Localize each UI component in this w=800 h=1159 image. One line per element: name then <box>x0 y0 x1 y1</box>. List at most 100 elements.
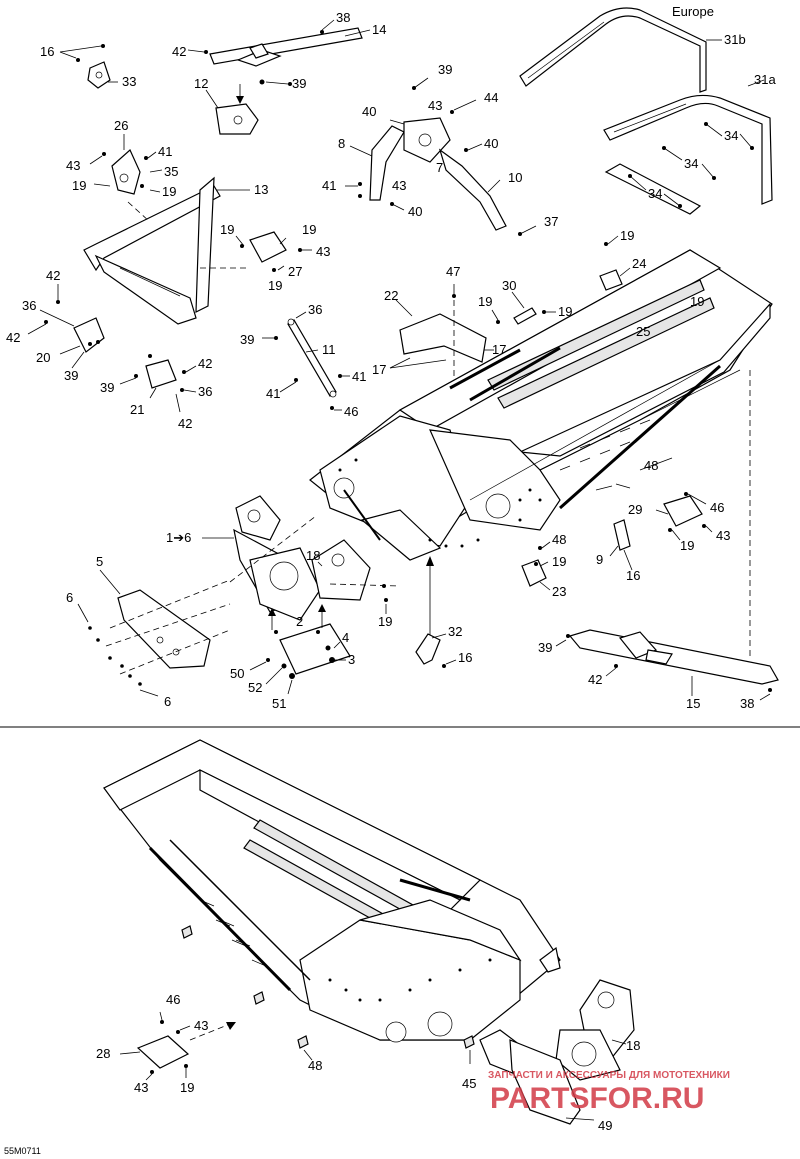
callout-4: 4 <box>342 630 349 645</box>
callout-49: 49 <box>598 1118 612 1133</box>
part-8-7-10-support <box>345 77 537 236</box>
callout-13: 13 <box>254 182 268 197</box>
part-26-bracket <box>89 134 163 195</box>
callout-41: 41 <box>322 178 336 193</box>
callout-17: 17 <box>372 362 386 377</box>
callout-3: 3 <box>348 652 355 667</box>
callout-46: 46 <box>710 500 724 515</box>
callout-19: 19 <box>268 278 282 293</box>
callout-43: 43 <box>66 158 80 173</box>
callout-41: 41 <box>266 386 280 401</box>
callout-40: 40 <box>362 104 376 119</box>
part-11-strut <box>262 311 350 411</box>
callout-15: 15 <box>686 696 700 711</box>
callout-14: 14 <box>372 22 386 37</box>
callout-51: 51 <box>272 696 286 711</box>
chassis-tunnel-upper <box>309 249 773 660</box>
watermark: ЗАПЧАСТИ И АКСЕССУАРЫ ДЛЯ МОТОТЕХНИКИ PA… <box>488 1070 730 1115</box>
part-31a-rail <box>603 79 773 215</box>
callout-30: 30 <box>502 278 516 293</box>
callout-6: 6 <box>66 590 73 605</box>
callout-52: 52 <box>248 680 262 695</box>
callout-46: 46 <box>344 404 358 419</box>
callout-25: 25 <box>636 324 650 339</box>
part-48-45-fasteners <box>181 925 475 1064</box>
part-18-lower-front <box>555 979 635 1081</box>
callout-40: 40 <box>408 204 422 219</box>
part-1-6-front-frame <box>202 495 401 621</box>
callout-39: 39 <box>538 640 552 655</box>
callout-33: 33 <box>122 74 136 89</box>
callout-50: 50 <box>230 666 244 681</box>
callout-43: 43 <box>134 1080 148 1095</box>
callout-28: 28 <box>96 1046 110 1061</box>
callout-48: 48 <box>308 1058 322 1073</box>
callout-5: 5 <box>96 554 103 569</box>
part-9-23-brackets <box>521 519 633 591</box>
callout-39: 39 <box>438 62 452 77</box>
callout-19: 19 <box>680 538 694 553</box>
callout-42: 42 <box>46 268 60 283</box>
callout-41: 41 <box>352 369 366 384</box>
part-13-a-frame <box>83 176 250 325</box>
figure-code: 55M0711 <box>4 1146 41 1156</box>
callout-31a: 31a <box>754 72 776 87</box>
callout-39: 39 <box>64 368 78 383</box>
callout-48: 48 <box>644 458 658 473</box>
callout-35: 35 <box>164 164 178 179</box>
callout-26: 26 <box>114 118 128 133</box>
callout-43: 43 <box>392 178 406 193</box>
part-28-plate <box>119 1011 236 1081</box>
callout-43: 43 <box>194 1018 208 1033</box>
watermark-logo: PARTSFOR.RU <box>490 1082 704 1115</box>
callout-23: 23 <box>552 584 566 599</box>
callout-42: 42 <box>178 416 192 431</box>
callout-38: 38 <box>336 10 350 25</box>
callout-2: 2 <box>296 614 303 629</box>
callout-19: 19 <box>478 294 492 309</box>
callout-34: 34 <box>648 186 662 201</box>
callout-19: 19 <box>620 228 634 243</box>
callout-37: 37 <box>544 214 558 229</box>
part-27-bracket <box>200 231 312 272</box>
callout-36: 36 <box>198 384 212 399</box>
callout-22: 22 <box>384 288 398 303</box>
callout-7: 7 <box>436 160 443 175</box>
callout-39: 39 <box>292 76 306 91</box>
callout-47: 47 <box>446 264 460 279</box>
callout-18: 18 <box>306 548 320 563</box>
callout-29: 29 <box>628 502 642 517</box>
callout-27: 27 <box>288 264 302 279</box>
callout-12: 12 <box>194 76 208 91</box>
callout-34: 34 <box>724 128 738 143</box>
callout-19: 19 <box>378 614 392 629</box>
part-49-skid-plate <box>509 1039 595 1125</box>
callout-40: 40 <box>484 136 498 151</box>
callout-44: 44 <box>484 90 498 105</box>
callout-19: 19 <box>558 304 572 319</box>
part-12-bracket <box>205 84 259 135</box>
callout-24: 24 <box>632 256 646 271</box>
part-21-bracket <box>119 354 197 413</box>
callout-48: 48 <box>552 532 566 547</box>
callout-32: 32 <box>448 624 462 639</box>
part-32-bracket <box>415 633 457 668</box>
part-31b-rail <box>519 7 722 93</box>
callout-34: 34 <box>684 156 698 171</box>
callout-20: 20 <box>36 350 50 365</box>
callout-9: 9 <box>596 552 603 567</box>
callout-17: 17 <box>492 342 506 357</box>
part-15-front-bar <box>555 629 779 701</box>
callout-45: 45 <box>462 1076 476 1091</box>
callout-42: 42 <box>588 672 602 687</box>
part-22-bracket <box>389 284 494 440</box>
parts-2-3-4-50-51-52-fasteners <box>249 604 351 695</box>
callout-36: 36 <box>308 302 322 317</box>
part-30-bracket <box>491 291 556 325</box>
callout-39: 39 <box>100 380 114 395</box>
callout-43: 43 <box>316 244 330 259</box>
callout-43: 43 <box>716 528 730 543</box>
part-5-side-plate <box>77 569 231 697</box>
label-europe: Europe <box>672 4 714 19</box>
callout-21: 21 <box>130 402 144 417</box>
